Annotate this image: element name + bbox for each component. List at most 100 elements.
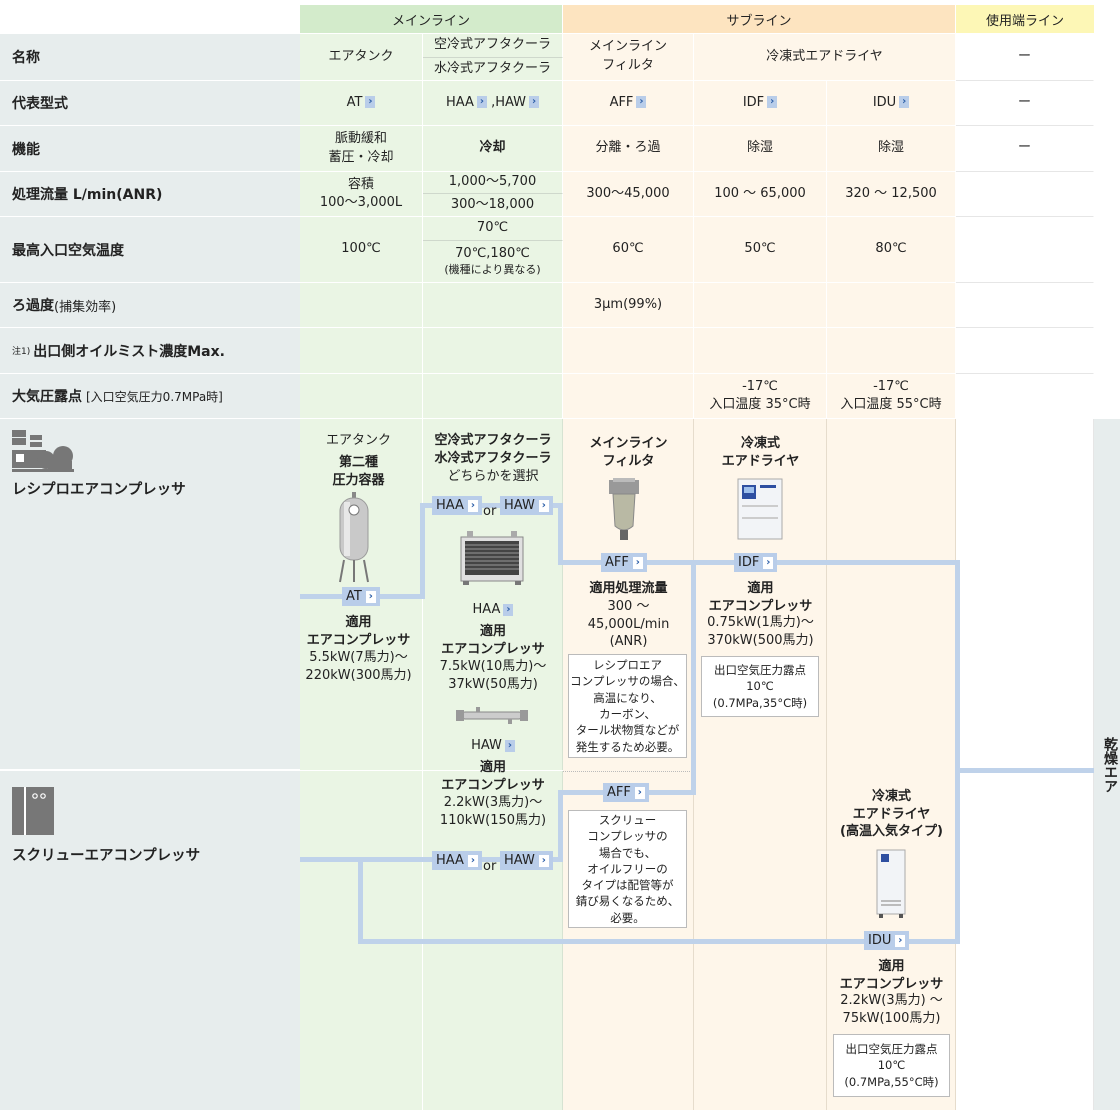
func-c2: 冷却 — [423, 126, 563, 172]
cooler-choose: どちらかを選択 — [447, 469, 539, 484]
filter-c6 — [956, 283, 1094, 328]
func-c5: 除湿 — [827, 126, 956, 172]
tag-haw-top[interactable]: HAW› — [500, 496, 553, 515]
row-label-dew-text: 大気圧露点 — [12, 389, 82, 405]
chevron-right-icon: › — [476, 96, 487, 109]
header-end: 使用端ライン — [956, 5, 1094, 33]
haa-label[interactable]: HAA› — [425, 601, 561, 619]
name-c1: エアタンク — [300, 34, 423, 81]
model-aff-link[interactable]: AFF› — [610, 94, 647, 113]
tag-aff-bottom[interactable]: AFF› — [603, 783, 649, 802]
tank-title2: 第二種 圧力容器 — [332, 455, 385, 488]
chevron-right-icon: › — [365, 96, 376, 109]
row-label-flow-text: 処理流量 L/min(ANR) — [12, 187, 163, 203]
model-idu-link[interactable]: IDU› — [873, 94, 910, 113]
oil-c3 — [563, 328, 694, 374]
temp-c4-text: 50℃ — [744, 241, 776, 257]
air-aftercooler-image — [460, 531, 524, 585]
flow-c2b-text: 300〜18,000 — [450, 196, 535, 212]
recip-screw-divider — [300, 770, 563, 771]
or-top: or — [483, 504, 497, 519]
oil-c2 — [423, 328, 563, 374]
flow-c4: 100 〜 65,000 — [694, 172, 827, 217]
temp-c2a: 70℃ — [423, 217, 563, 241]
flow-c5: 320 〜 12,500 — [827, 172, 956, 217]
filter-c5 — [827, 283, 956, 328]
tag-haw-bottom[interactable]: HAW› — [500, 851, 553, 870]
tank-apply: 適用 エアコンプレッサ — [306, 615, 411, 648]
temp-c5-text: 80℃ — [875, 241, 907, 257]
flow-c5-text: 320 〜 12,500 — [845, 185, 937, 201]
cooler-title: 空冷式アフタクーラ 水冷式アフタクーラ — [434, 433, 552, 466]
haw-label[interactable]: HAW› — [425, 737, 561, 755]
pipe-screw-1 — [300, 857, 562, 862]
flow-c3-text: 300〜45,000 — [586, 185, 670, 201]
dryer-idu-note: 出口空気圧力露点 10℃ (0.7MPa,55°C時) — [833, 1034, 950, 1097]
row-label-dew-sub: [入口空気圧力0.7MPa時] — [86, 389, 223, 404]
filter-c3: 3μm(99%) — [563, 283, 694, 328]
func-c2-text: 冷却 — [479, 140, 506, 156]
tag-at[interactable]: AT› — [342, 587, 380, 606]
dew-c5-text: -17℃ 入口温度 55°C時 — [840, 379, 942, 412]
row-label-temp-text: 最高入口空気温度 — [12, 242, 124, 259]
row-label-filter-sub: (捕集効率) — [54, 299, 117, 315]
temp-c3-text: 60℃ — [612, 241, 644, 257]
chevron-right-icon: › — [529, 96, 540, 109]
flow-col2-bg — [423, 419, 563, 1110]
tag-haa-top[interactable]: HAA› — [432, 496, 482, 515]
chevron-right-icon: › — [504, 739, 515, 752]
chevron-right-icon: › — [538, 499, 549, 512]
row-label-model: 代表型式 — [0, 81, 300, 126]
dryer-idf-title: 冷凍式 エアドライヤ — [721, 436, 800, 469]
tag-aff-top[interactable]: AFF› — [601, 553, 647, 572]
filter-apply: 適用処理流量 — [589, 581, 668, 596]
chevron-right-icon: › — [895, 934, 906, 947]
screw-label: スクリューエアコンプレッサ — [12, 848, 201, 864]
name-c2b: 水冷式アフタクーラ — [423, 58, 563, 81]
temp-c2b-text: 70℃,180℃ — [455, 245, 530, 261]
row-label-filter-text: ろ過度 — [12, 298, 54, 314]
name-c4: 冷凍式エアドライヤ — [694, 34, 956, 81]
pipe-recip-2 — [420, 503, 425, 599]
flow-col7-bg — [1094, 419, 1120, 1110]
dew-c5: -17℃ 入口温度 55°C時 — [827, 374, 956, 419]
row-label-function-text: 機能 — [12, 141, 40, 158]
chevron-right-icon: › — [467, 854, 478, 867]
chevron-right-icon: › — [767, 96, 778, 109]
pipe-recip-4 — [558, 503, 563, 565]
temp-c5: 80℃ — [827, 217, 956, 283]
tag-idu[interactable]: IDU› — [864, 931, 910, 950]
model-c1: AT› — [300, 81, 423, 126]
filter-c2 — [423, 283, 563, 328]
dew-c2 — [423, 374, 563, 419]
reciprocating-compressor-icon — [12, 430, 74, 472]
recip-label: レシプロエアコンプレッサ — [12, 482, 186, 498]
model-haa-link[interactable]: HAA› — [446, 94, 487, 113]
pipe-dry-out — [955, 768, 1094, 773]
temp-c1-text: 100℃ — [341, 241, 381, 257]
chevron-right-icon: › — [634, 786, 645, 799]
filter-c4 — [694, 283, 827, 328]
chevron-right-icon: › — [632, 556, 643, 569]
temp-c2a-text: 70℃ — [476, 220, 509, 236]
tag-haa-bottom[interactable]: HAA› — [432, 851, 482, 870]
haa-apply: 適用 エアコンプレッサ — [441, 624, 545, 657]
dew-c4-text: -17℃ 入口温度 35°C時 — [709, 379, 811, 412]
func-c5-text: 除湿 — [877, 140, 904, 156]
haa-range: 7.5kW(10馬力)〜 37kW(50馬力) — [439, 659, 547, 692]
model-at-link[interactable]: AT› — [347, 94, 376, 113]
haw-range: 2.2kW(3馬力)〜 110kW(150馬力) — [439, 795, 547, 828]
flow-c2b: 300〜18,000 — [423, 194, 563, 217]
row-label-oil: 注1)出口側オイルミスト濃度Max. — [0, 328, 300, 374]
name-c4-text: 冷凍式エアドライヤ — [766, 48, 883, 64]
chevron-right-icon: › — [365, 590, 376, 603]
dew-c4: -17℃ 入口温度 35°C時 — [694, 374, 827, 419]
tag-idf[interactable]: IDF› — [734, 553, 778, 572]
flow-col6-bg — [956, 419, 1094, 1110]
pipe-right-vertical — [955, 560, 960, 944]
row-label-name: 名称 — [0, 34, 300, 81]
func-c1-text: 脈動緩和 蓄圧・冷却 — [328, 130, 394, 165]
model-idf-link[interactable]: IDF› — [743, 94, 778, 113]
row-label-model-text: 代表型式 — [12, 96, 68, 112]
model-haw-link[interactable]: ,HAW› — [491, 94, 540, 113]
